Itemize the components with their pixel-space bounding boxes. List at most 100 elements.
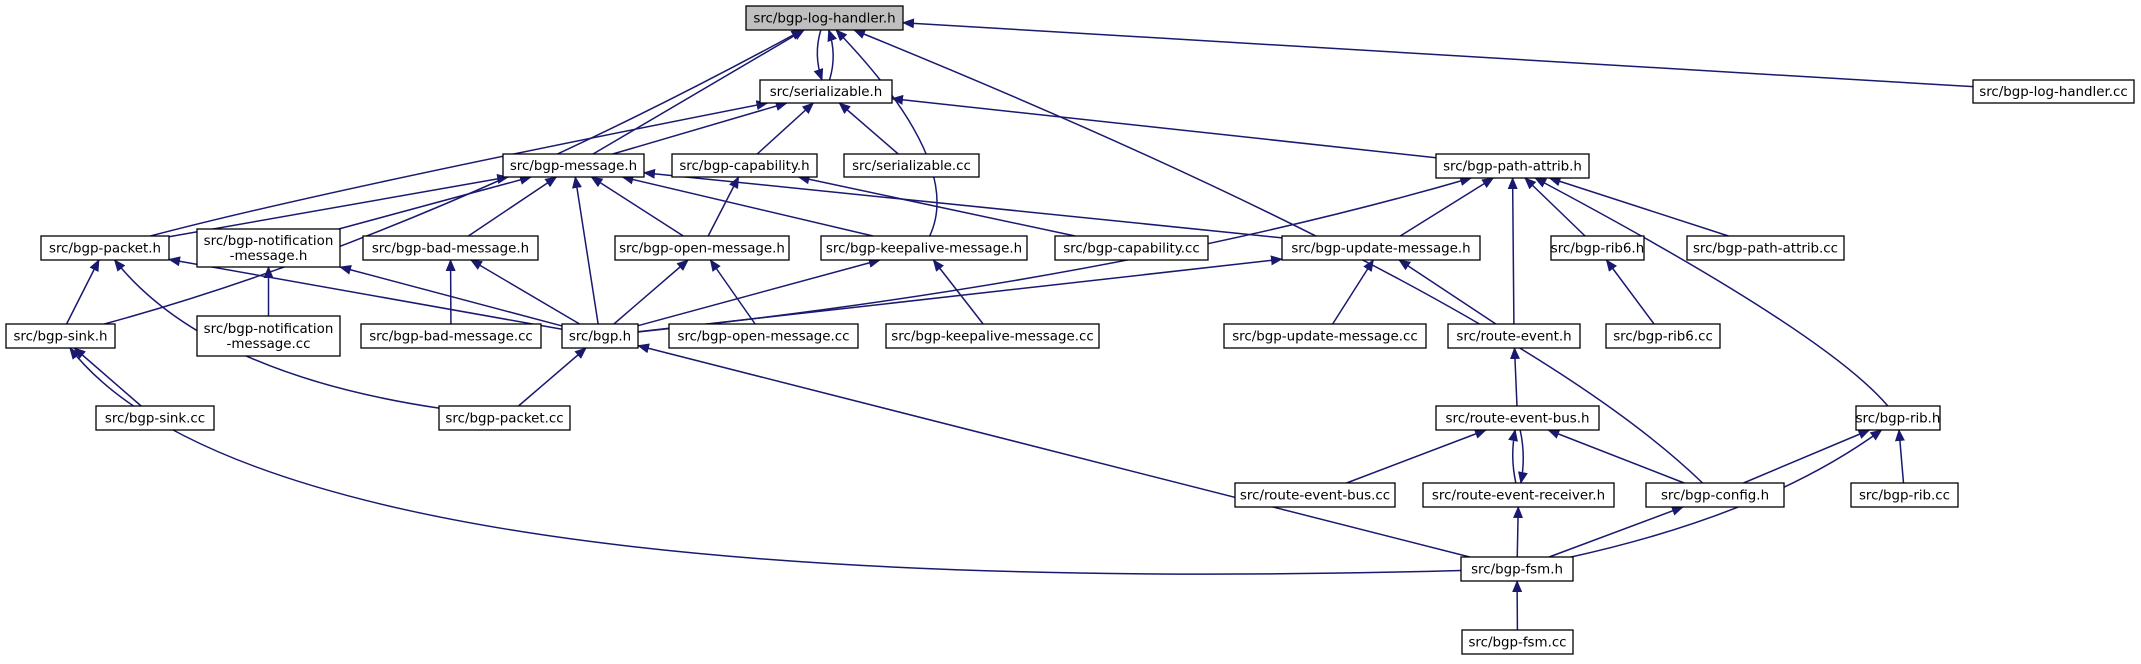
graph-node[interactable]: src/bgp-rib.h xyxy=(1855,405,1941,431)
graph-node[interactable]: src/bgp-capability.cc xyxy=(1054,235,1209,261)
edge-cap_cc-to-cap_h xyxy=(797,174,1076,237)
node-box xyxy=(1447,323,1581,349)
edge-pkt_h-to-ser_h xyxy=(150,100,769,237)
graph-node[interactable]: src/bgp-bad-message.cc xyxy=(360,323,542,349)
node-label: src/bgp-open-message.h xyxy=(619,242,785,257)
edge-rib_h-to-pa_h xyxy=(1534,177,1889,407)
edge-ka_h-to-log_h xyxy=(835,29,938,237)
graph-node[interactable]: src/bgp-keepalive-message.h xyxy=(820,235,1028,261)
node-box xyxy=(40,235,170,261)
graph-node[interactable]: src/bgp-capability.h xyxy=(671,153,818,178)
node-box xyxy=(1435,405,1600,431)
graph-node[interactable]: src/serializable.h xyxy=(759,79,893,104)
node-box xyxy=(671,153,818,178)
node-box xyxy=(1645,482,1785,508)
edge-cfg_h-to-log_h xyxy=(853,29,1704,484)
edge-ser_cc-to-ser_h xyxy=(838,102,899,155)
edge-rib_cc-to-rib_h xyxy=(1894,429,1905,484)
node-box xyxy=(1550,235,1645,261)
node-box xyxy=(196,228,341,268)
node-box xyxy=(1850,482,1959,508)
node-box xyxy=(1234,482,1396,508)
edge-sink_cc-to-sink_h xyxy=(73,347,142,407)
node-label: -message.cc xyxy=(227,337,311,352)
edge-rer_h-to-reb_h xyxy=(1508,429,1518,484)
nodes-layer: src/bgp-log-handler.h src/serializable.h s… xyxy=(5,5,2135,655)
node-label: src/route-event.h xyxy=(1456,330,1571,345)
graph-node[interactable]: src/bgp-sink.cc xyxy=(95,405,215,431)
graph-node[interactable]: src/bgp-log-handler.cc xyxy=(1972,79,2135,104)
graph-node[interactable]: src/bgp.h xyxy=(561,323,639,349)
graph-node[interactable]: src/bgp-packet.cc xyxy=(438,405,571,431)
node-box xyxy=(1281,235,1481,261)
node-box xyxy=(759,79,893,104)
node-label: src/bgp-config.h xyxy=(1661,489,1769,504)
node-label: src/route-event-receiver.h xyxy=(1432,489,1605,504)
graph-node[interactable]: src/bgp-keepalive-message.cc xyxy=(885,323,1100,349)
node-box xyxy=(614,235,790,261)
graph-node[interactable]: src/bgp-rib6.cc xyxy=(1605,323,1721,349)
edge-pa_cc-to-pa_h xyxy=(1548,176,1729,237)
graph-node[interactable]: src/bgp-update-message.cc xyxy=(1223,323,1427,349)
edge-notif_h-to-msg_h xyxy=(338,175,532,230)
edge-reb_h-to-rer_h xyxy=(1518,429,1528,484)
graph-node[interactable]: src/bgp-notification-message.cc xyxy=(196,315,341,357)
edge-ka_cc-to-ka_h xyxy=(932,259,984,325)
graph-node[interactable]: src/bgp-sink.h xyxy=(5,323,116,349)
node-box xyxy=(502,153,645,178)
node-box xyxy=(196,315,341,357)
graph-node[interactable]: src/serializable.cc xyxy=(843,153,980,178)
edge-upd_h-to-pa_h xyxy=(1399,177,1495,237)
graph-node[interactable]: src/route-event-bus.h xyxy=(1435,405,1600,431)
graph-node[interactable]: src/bgp-bad-message.h xyxy=(362,235,539,261)
graph-node[interactable]: src/bgp-config.h xyxy=(1645,482,1785,508)
node-label: src/bgp-fsm.cc xyxy=(1468,636,1566,651)
edge-bgp_h-to-bad_h xyxy=(470,259,580,325)
node-label: src/serializable.cc xyxy=(852,159,971,174)
graph-node[interactable]: src/bgp-packet.h xyxy=(40,235,170,261)
graph-node[interactable]: src/route-event-bus.cc xyxy=(1234,482,1396,508)
graph-node[interactable]: src/route-event-receiver.h xyxy=(1422,482,1615,508)
node-box xyxy=(1054,235,1209,261)
graph-node[interactable]: src/bgp-open-message.h xyxy=(614,235,790,261)
node-box xyxy=(1605,323,1721,349)
edge-log_h-to-ser_h xyxy=(813,29,824,81)
graph-node[interactable]: src/bgp-log-handler.h xyxy=(745,5,904,31)
node-label: src/bgp-packet.h xyxy=(49,242,161,257)
node-label: src/bgp-log-handler.h xyxy=(753,12,895,27)
node-label: src/bgp-bad-message.h xyxy=(372,242,529,257)
edge-upd_cc-to-upd_h xyxy=(1332,259,1374,325)
graph-node[interactable]: src/bgp-update-message.h xyxy=(1281,235,1481,261)
graph-node[interactable]: src/bgp-notification-message.h xyxy=(196,228,341,268)
node-label: -message.h xyxy=(230,249,308,264)
edge-bgp_h-to-msg_h xyxy=(572,176,599,325)
graph-node[interactable]: src/bgp-open-message.cc xyxy=(668,323,859,349)
graph-node[interactable]: src/bgp-message.h xyxy=(502,153,645,178)
node-label: src/bgp-keepalive-message.cc xyxy=(891,330,1093,345)
edge-open_cc-to-open_h xyxy=(709,259,756,325)
node-label: src/bgp-message.h xyxy=(510,159,637,174)
graph-node[interactable]: src/bgp-fsm.h xyxy=(1460,556,1574,582)
node-box xyxy=(668,323,859,349)
edge-cap_h-to-ser_h xyxy=(756,102,815,155)
graph-node[interactable]: src/bgp-path-attrib.h xyxy=(1435,153,1590,179)
edge-msg_h-to-log_h xyxy=(592,29,805,155)
edge-pa_h-to-ser_h xyxy=(891,94,1437,159)
graph-node[interactable]: src/bgp-path-attrib.cc xyxy=(1686,235,1845,261)
graph-node[interactable]: src/bgp-rib.cc xyxy=(1850,482,1959,508)
node-label: src/bgp-notification xyxy=(204,322,334,337)
edge-open_h-to-msg_h xyxy=(590,176,684,237)
node-label: src/bgp-path-attrib.cc xyxy=(1693,242,1838,257)
graph-node[interactable]: src/route-event.h xyxy=(1447,323,1581,349)
node-label: src/bgp-sink.h xyxy=(13,330,107,345)
graph-node[interactable]: src/bgp-rib6.h xyxy=(1550,235,1645,261)
node-label: src/bgp-packet.cc xyxy=(445,412,563,427)
edge-re_h-to-pa_h xyxy=(1507,177,1518,325)
node-box xyxy=(843,153,980,178)
node-label: src/bgp-rib.cc xyxy=(1859,489,1950,504)
node-label: src/bgp-keepalive-message.h xyxy=(826,242,1022,257)
edges-layer xyxy=(65,18,1974,631)
graph-node[interactable]: src/bgp-fsm.cc xyxy=(1461,629,1574,655)
node-label: src/route-event-bus.cc xyxy=(1240,489,1390,504)
node-label: src/serializable.h xyxy=(770,85,883,100)
